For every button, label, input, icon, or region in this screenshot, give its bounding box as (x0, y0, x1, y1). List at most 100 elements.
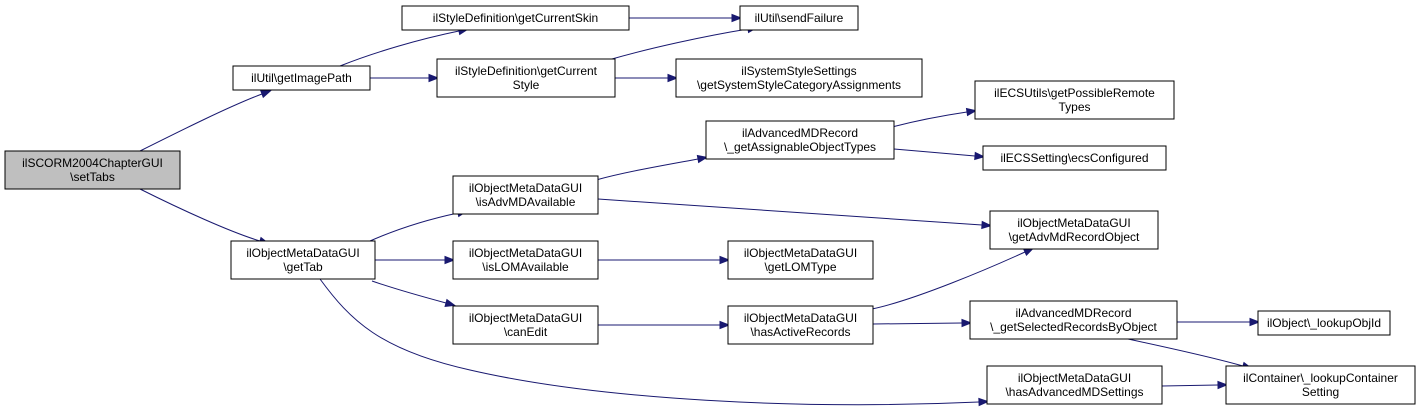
edge-line (369, 212, 459, 242)
edge-line (1127, 338, 1244, 367)
node-label-line: ilAdvancedMDRecord (742, 126, 858, 140)
node-label-line: ilContainer\_lookupContainer (1243, 371, 1398, 385)
node-box (1225, 365, 1416, 405)
node-box (232, 65, 371, 91)
node-label-line: ilSystemStyleSettings (741, 64, 856, 78)
edge-isAdvMDAvailable-to-getAssignableObjectTypes (595, 154, 709, 181)
edge-line (339, 30, 460, 67)
node-box (989, 210, 1159, 250)
node-ecsConfigured[interactable]: ilECSSetting\ecsConfigured (982, 145, 1167, 171)
node-box (727, 305, 874, 345)
node-box (452, 175, 599, 215)
node-label-line: ilObjectMetaDataGUI (246, 246, 359, 260)
node-label-line: ilStyleDefinition\getCurrentSkin (433, 11, 598, 25)
node-box (452, 305, 599, 345)
node-box (401, 5, 630, 31)
node-label-line: \setTabs (70, 170, 115, 184)
edge-isAdvMDAvailable-to-getAdvMdRecordObject (597, 198, 993, 230)
node-getLOMType[interactable]: ilObjectMetaDataGUI\getLOMType (727, 240, 874, 280)
node-label-line: \getTab (283, 260, 323, 274)
node-label-line: \_getSelectedRecordsByObject (990, 320, 1157, 334)
node-getCurrentSkin[interactable]: ilStyleDefinition\getCurrentSkin (401, 5, 630, 31)
edge-line (371, 280, 447, 304)
edge-getTab-to-canEdit (371, 280, 457, 307)
node-box (974, 80, 1175, 120)
node-box (705, 120, 895, 160)
node-box (452, 240, 599, 280)
edge-line (1161, 384, 1219, 387)
node-getAdvMdRecordObject[interactable]: ilObjectMetaDataGUI\getAdvMdRecordObject (989, 210, 1159, 250)
edge-line (891, 111, 968, 128)
node-getSystemStyleCategoryAssignments[interactable]: ilSystemStyleSettings\getSystemStyleCate… (675, 58, 923, 98)
edge-setTabs-to-getTab (139, 188, 270, 245)
arrowhead (1217, 380, 1229, 390)
arrowhead (696, 154, 709, 164)
edge-getSelectedRecordsByObject-to-lookupObjId (1177, 317, 1261, 327)
node-label-line: \isAdvMDAvailable (476, 195, 576, 209)
node-label-line: ilObjectMetaDataGUI (1018, 371, 1131, 385)
node-canEdit[interactable]: ilObjectMetaDataGUI\canEdit (452, 305, 599, 345)
node-label-line: \_getAssignableObjectTypes (724, 140, 876, 154)
node-lookupObjId[interactable]: ilObject\_lookupObjId (1257, 310, 1391, 336)
arrowhead (974, 151, 986, 161)
edge-line (872, 322, 963, 325)
edge-getTab-to-isAdvMDAvailable (369, 208, 469, 242)
root-node-box (4, 150, 181, 190)
node-getAssignableObjectTypes[interactable]: ilAdvancedMDRecord\_getAssignableObjectT… (705, 120, 895, 160)
node-sendFailure[interactable]: ilUtil\sendFailure (739, 5, 859, 31)
arrowhead (428, 73, 440, 83)
node-label-line: ilObjectMetaDataGUI (744, 311, 857, 325)
edge-line (595, 158, 699, 181)
node-getTab[interactable]: ilObjectMetaDataGUI\getTab (230, 240, 376, 280)
node-box (727, 240, 874, 280)
edge-line (893, 148, 976, 157)
node-box (230, 240, 376, 280)
node-label-line: ilObjectMetaDataGUI (744, 246, 857, 260)
node-box (982, 145, 1167, 171)
node-setTabs[interactable]: ilSCORM2004ChapterGUI\setTabs (4, 150, 181, 190)
node-label-line: ilObjectMetaDataGUI (469, 246, 582, 260)
edge-getCurrentStyle-to-getSystemStyleCategoryAssignments (615, 73, 679, 83)
arrowhead (719, 320, 731, 330)
node-box (986, 365, 1163, 405)
node-label-line: \getAdvMdRecordObject (1009, 230, 1140, 244)
node-box (1257, 310, 1391, 336)
edge-line (319, 278, 980, 406)
node-isAdvMDAvailable[interactable]: ilObjectMetaDataGUI\isAdvMDAvailable (452, 175, 599, 215)
node-getImagePath[interactable]: ilUtil\getImagePath (232, 65, 371, 91)
node-label-line: ilUtil\getImagePath (251, 71, 352, 85)
node-box (739, 5, 859, 31)
edge-getTab-to-hasAdvancedMDSettings (319, 278, 990, 407)
arrowhead (731, 13, 743, 23)
arrowhead (981, 220, 993, 230)
node-label-line: ilObject\_lookupObjId (1267, 316, 1381, 330)
edge-getCurrentStyle-to-sendFailure (611, 24, 759, 60)
node-label-line: \canEdit (504, 325, 548, 339)
edge-getTab-to-isLOMAvailable (375, 255, 456, 265)
node-label-line: ilUtil\sendFailure (755, 11, 844, 25)
node-box (969, 300, 1178, 340)
edge-line (139, 93, 263, 152)
node-label-line: \getSystemStyleCategoryAssignments (697, 78, 901, 92)
node-isLOMAvailable[interactable]: ilObjectMetaDataGUI\isLOMAvailable (452, 240, 599, 280)
node-label-line: ilECSSetting\ecsConfigured (1000, 151, 1148, 165)
edge-getAssignableObjectTypes-to-getPossibleRemoteTypes (891, 107, 978, 128)
node-label-line: ilAdvancedMDRecord (1015, 306, 1131, 320)
arrowhead (667, 73, 679, 83)
edge-hasAdvancedMDSettings-to-lookupContainerSetting (1161, 380, 1229, 390)
node-box (436, 58, 616, 98)
node-label-line: ilObjectMetaDataGUI (469, 181, 582, 195)
node-label-line: \hasAdvancedMDSettings (1005, 385, 1143, 399)
node-hasAdvancedMDSettings[interactable]: ilObjectMetaDataGUI\hasAdvancedMDSetting… (986, 365, 1163, 405)
node-getSelectedRecordsByObject[interactable]: ilAdvancedMDRecord\_getSelectedRecordsBy… (969, 300, 1178, 340)
arrowhead (965, 107, 978, 117)
arrowhead (719, 255, 731, 265)
edge-getCurrentSkin-to-sendFailure (629, 13, 743, 23)
edge-isLOMAvailable-to-getLOMType (598, 255, 731, 265)
node-hasActiveRecords[interactable]: ilObjectMetaDataGUI\hasActiveRecords (727, 305, 874, 345)
edge-getAssignableObjectTypes-to-ecsConfigured (893, 148, 986, 161)
